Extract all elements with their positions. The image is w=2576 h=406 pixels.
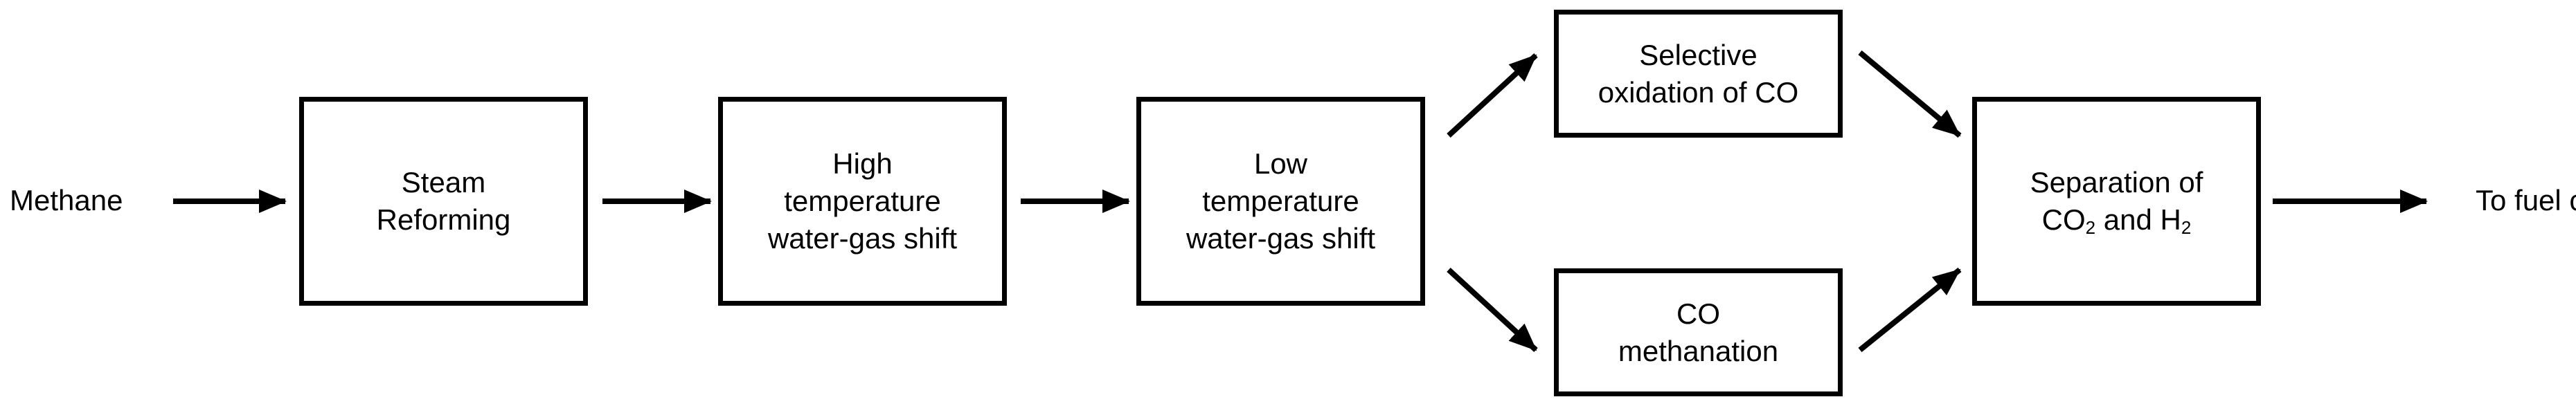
node-label-line: Separation of <box>2030 166 2203 199</box>
node-label-line: water-gas shift <box>1186 221 1376 255</box>
arrow-low-temp-shift-to-co-methanation <box>1447 268 1538 352</box>
node-label-line-formula: CO2 and H2 <box>2042 201 2192 239</box>
input-label-methane: Methane <box>10 184 123 216</box>
subscript-2: 2 <box>2085 217 2096 238</box>
formula-co: CO <box>2041 203 2086 236</box>
node-label-line: water-gas shift <box>767 221 958 255</box>
node-label-line: temperature <box>784 185 941 218</box>
node-label-line: oxidation of CO <box>1598 75 1799 109</box>
node-label-line: methanation <box>1618 334 1779 367</box>
node-label-line: Low <box>1253 147 1308 181</box>
node-steam-reforming: Steam Reforming <box>299 97 588 306</box>
node-co-methanation: CO methanation <box>1554 268 1843 396</box>
node-label-line: Steam <box>401 166 486 199</box>
node-selective-oxidation-of-co: Selective oxidation of CO <box>1554 10 1843 138</box>
subscript-2: 2 <box>2181 217 2192 238</box>
node-separation-of-co2-and-h2: Separation of CO2 and H2 <box>1972 97 2261 306</box>
arrow-selective-oxidation-to-separation <box>1858 50 1962 138</box>
node-label-line: High <box>832 147 893 181</box>
formula-and-h: and H <box>2095 203 2181 236</box>
arrow-co-methanation-to-separation <box>1858 267 1962 353</box>
node-label-line: temperature <box>1202 185 1359 218</box>
node-label-line: Reforming <box>376 203 511 236</box>
node-label-line: CO <box>1676 297 1720 330</box>
node-high-temperature-water-gas-shift: High temperature water-gas shift <box>718 97 1007 306</box>
output-label-to-fuel-cell: To fuel cell <box>2476 184 2576 216</box>
node-low-temperature-water-gas-shift: Low temperature water-gas shift <box>1136 97 1425 306</box>
arrow-low-temp-shift-to-selective-oxidation <box>1447 53 1538 138</box>
node-label-line: Selective <box>1639 38 1757 71</box>
